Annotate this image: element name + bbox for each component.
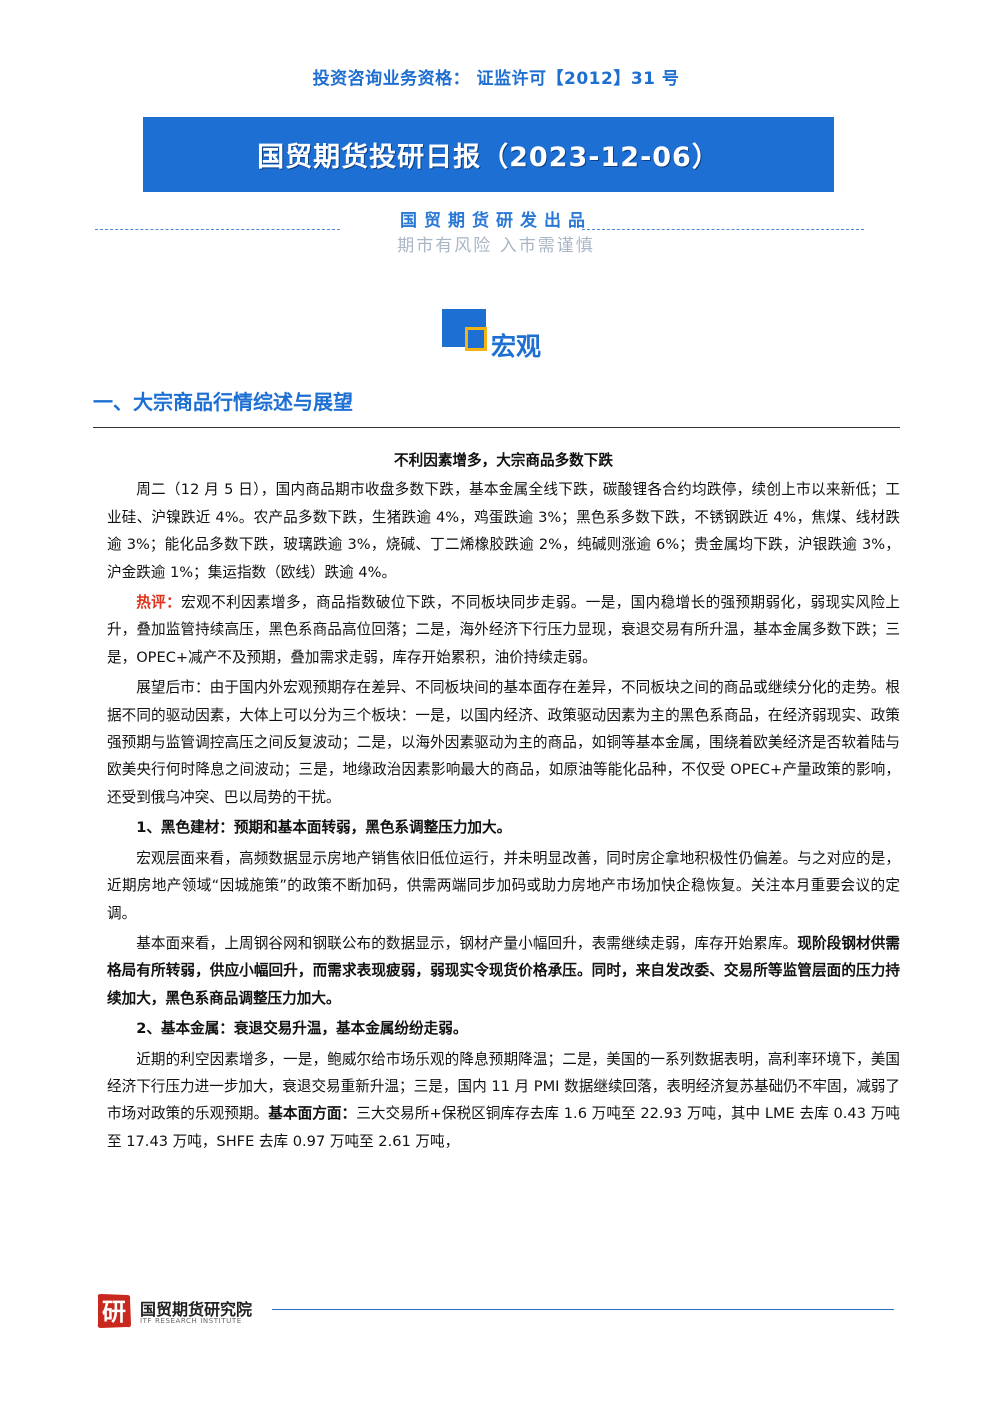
divider-right: [582, 229, 864, 230]
base-metals-emphasis: 基本面方面：: [268, 1105, 357, 1123]
report-title: 国贸期货投研日报（2023-12-06）: [257, 142, 720, 173]
section-label: 宏观: [491, 332, 542, 361]
paragraph-steel-fundamentals: 基本面来看，上周钢谷网和钢联公布的数据显示，钢材产量小幅回升，表需继续走弱，库存…: [107, 930, 900, 1012]
research-institute-logo-icon: 研: [97, 1294, 131, 1328]
body-subheading: 不利因素增多，大宗商品多数下跌: [394, 452, 613, 469]
publisher-line: 国贸期货研发出品: [400, 211, 592, 231]
risk-warning: 期市有风险 入市需谨慎: [397, 236, 595, 256]
report-body: 不利因素增多，大宗商品多数下跌 周二（12 月 5 日），国内商品期市收盘多数下…: [107, 447, 900, 1155]
qualification-line: 投资咨询业务资格： 证监许可【2012】31 号: [312, 69, 680, 89]
divider-left: [95, 229, 340, 230]
steel-fundamentals-emphasis: 现阶段钢材供需格局有所转弱，供应小幅回升，而需求表现疲弱，弱现实令现货价格承压。…: [107, 934, 900, 1007]
base-metals-text: 近期的利空因素增多，一是，鲍威尔给市场乐观的降息预期降温；二是，美国的一系列数据…: [107, 1050, 900, 1123]
hot-comment-text: 宏观不利因素增多，商品指数破位下跌，不同板块同步走弱。一是，国内稳增长的强预期弱…: [107, 594, 900, 666]
footer-divider: [272, 1309, 894, 1310]
footer-org-sub: ITF RESEARCH INSTITUTE: [140, 1317, 242, 1325]
paragraph-base-metals: 近期的利空因素增多，一是，鲍威尔给市场乐观的降息预期降温；二是，美国的一系列数据…: [107, 1046, 900, 1156]
report-title-banner: 国贸期货投研日报（2023-12-06）: [143, 117, 834, 192]
paragraph-market-summary: 周二（12 月 5 日），国内商品期市收盘多数下跌，基本金属全线下跌，碳酸锂各合…: [107, 481, 900, 581]
section-title: 一、大宗商品行情综述与展望: [93, 390, 353, 414]
footer-org-name: 国贸期货研究院: [140, 1300, 253, 1319]
base-metals-inventory: 三大交易所+保税区铜库存去库 1.6 万吨至 22.93 万吨，其中 LME 去…: [107, 1105, 900, 1150]
section-divider: [93, 427, 900, 428]
paragraph-macro-property: 宏观层面来看，高频数据显示房地产销售依旧低位运行，并未明显改善，同时房企拿地积极…: [107, 849, 900, 922]
paragraph-hot-comment: 热评：宏观不利因素增多，商品指数破位下跌，不同板块同步走弱。一是，国内稳增长的强…: [107, 589, 900, 671]
logo-char: 研: [102, 1297, 126, 1326]
macro-square-outline-icon: [465, 327, 487, 351]
steel-fundamentals-text: 基本面来看，上周钢谷网和钢联公布的数据显示，钢材产量小幅回升，表需继续走弱，库存…: [136, 934, 798, 952]
heading-black-materials: 1、黑色建材：预期和基本面转弱，黑色系调整压力加大。: [136, 819, 512, 837]
heading-base-metals: 2、基本金属：衰退交易升温，基本金属纷纷走弱。: [136, 1020, 468, 1038]
hot-comment-label: 热评：: [136, 594, 182, 612]
paragraph-outlook: 展望后市：由于国内外宏观预期存在差异、不同板块间的基本面存在差异，不同板块之间的…: [107, 679, 900, 806]
